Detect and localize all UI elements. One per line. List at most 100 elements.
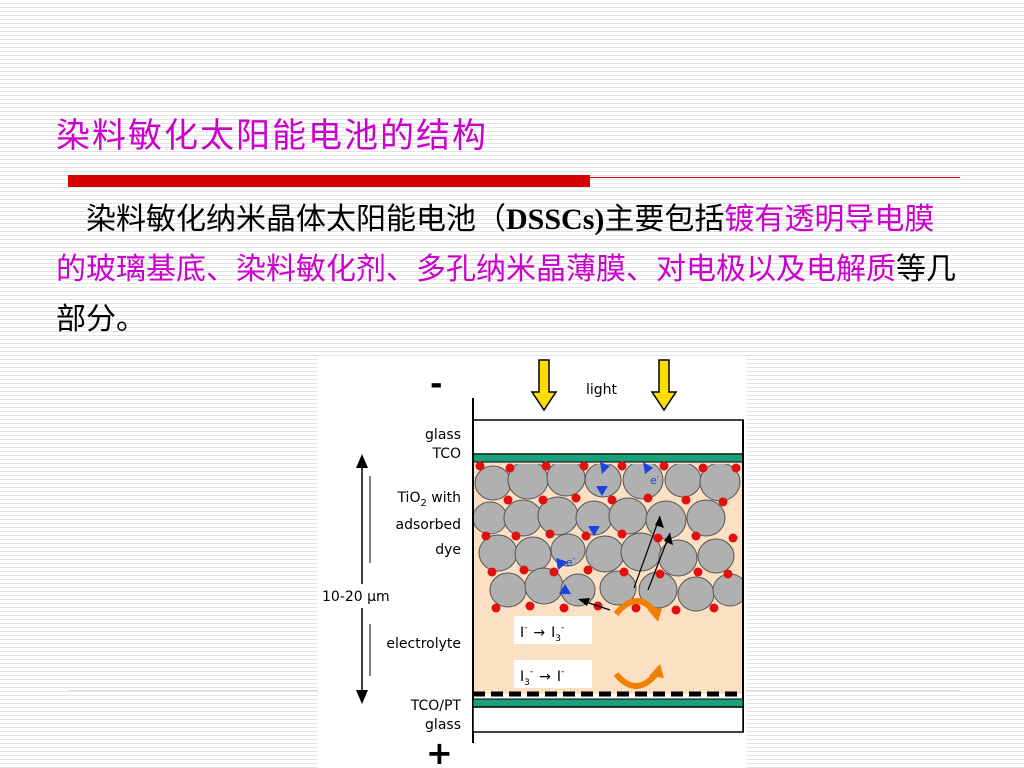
dye-molecule	[571, 493, 581, 503]
tio2-particle	[585, 535, 625, 573]
dye-molecule	[511, 531, 521, 541]
slide-title: 染料敏化太阳能电池的结构	[56, 116, 488, 156]
dye-molecule	[691, 531, 701, 541]
bottom-tco-layer	[472, 698, 744, 708]
tco-top-label: TCO	[431, 446, 461, 462]
dye-molecule	[538, 495, 548, 505]
tio2-label-line2: adsorbed	[396, 517, 461, 533]
svg-text:I-→I3-: I-→I3-	[520, 623, 564, 644]
tio2-particle	[697, 538, 735, 574]
dye-molecule	[671, 605, 681, 615]
body-paragraph: 染料敏化纳米晶体太阳能电池（DSSCs)主要包括镀有透明导电膜的玻璃基底、染料敏…	[56, 195, 961, 345]
tio2-label-line3: dye	[435, 542, 461, 558]
dye-molecule	[545, 529, 555, 539]
para-tail: 等几部分。	[56, 252, 956, 337]
reaction2-arrow: →	[539, 669, 551, 685]
reaction1-arrow: →	[533, 625, 545, 641]
injection-arrow-2	[647, 532, 671, 591]
reaction1-left: I	[520, 625, 524, 641]
dssc-diagram-svg: I-→I3- I3-→I- e- e- - light glass TCO Ti…	[322, 359, 744, 768]
reaction2-left: I	[520, 669, 524, 685]
dye-molecule	[681, 495, 691, 505]
tio2-particle	[658, 539, 698, 577]
dye-molecule	[693, 567, 703, 577]
dye-molecule	[709, 603, 719, 613]
tio2-particle-layer	[473, 464, 743, 612]
tio2-particle	[550, 533, 586, 567]
dye-molecule	[631, 603, 641, 613]
injection-arrow-1	[633, 515, 661, 589]
para-mid: 主要包括	[604, 202, 725, 237]
electron-label-1: e-	[650, 472, 660, 487]
tio2-particle	[584, 464, 622, 498]
svg-text:I3-→I-: I3-→I-	[520, 667, 564, 688]
thickness-label: 10-20 µm	[322, 589, 390, 605]
bottom-glass-layer	[472, 706, 744, 733]
para-highlight: 镀有透明导电膜的玻璃基底、染料敏化剂、多孔纳米晶薄膜、对电极以及电解质	[56, 202, 935, 287]
tio2-particle	[503, 499, 543, 537]
tio2-particle	[560, 573, 596, 607]
dye-molecules	[475, 461, 741, 615]
reaction2-right: I	[557, 669, 561, 685]
tio2-particle	[474, 465, 512, 501]
dye-molecule	[728, 533, 738, 543]
reaction1-right: I	[551, 625, 555, 641]
dye-molecule	[617, 461, 627, 471]
para-abbr: DSSCs)	[506, 203, 605, 236]
dye-molecule	[559, 603, 569, 613]
dye-molecule	[607, 495, 617, 505]
dye-molecule	[503, 495, 513, 505]
dye-molecule	[583, 565, 593, 575]
tio2-particle	[645, 500, 687, 540]
dye-molecule	[475, 461, 485, 471]
dye-molecule	[653, 533, 663, 543]
tio2-particle	[599, 570, 637, 606]
top-tco-layer	[472, 453, 744, 463]
light-arrow-left	[530, 359, 558, 412]
electrolyte-label: electrolyte	[386, 636, 461, 652]
tio2-particle	[546, 464, 586, 497]
tio2-particle	[622, 464, 664, 500]
dye-molecule	[643, 493, 653, 503]
dye-molecule	[617, 529, 627, 539]
tio2-particle	[677, 576, 715, 612]
tio2-particle	[664, 464, 702, 498]
glass-bottom-label: glass	[425, 717, 461, 733]
dye-molecule	[505, 463, 515, 473]
dye-molecule	[487, 567, 497, 577]
tio2-label-line1: TiO2 with	[396, 490, 461, 509]
dye-molecule	[718, 497, 728, 507]
tio2-particle	[489, 572, 527, 608]
reaction-box-1	[514, 616, 592, 644]
reaction-box-2	[514, 660, 592, 688]
tio2-particle	[473, 501, 508, 535]
light-arrow-right	[650, 359, 678, 412]
dye-molecule	[579, 461, 589, 471]
dye-molecule	[541, 461, 551, 471]
dssc-structure-diagram: I-→I3- I3-→I- e- e- - light glass TCO Ti…	[318, 358, 746, 768]
dye-molecule	[481, 531, 491, 541]
orange-arrow-bottom	[613, 671, 659, 689]
dye-molecule	[659, 461, 669, 471]
dye-molecule	[698, 463, 708, 473]
dye-molecule	[619, 567, 629, 577]
plus-terminal: +	[426, 734, 453, 768]
dye-molecule	[655, 569, 665, 579]
dye-molecule	[731, 463, 741, 473]
dye-molecule	[723, 569, 733, 579]
minus-terminal: -	[430, 367, 442, 402]
dye-molecule	[549, 567, 559, 577]
dye-molecule	[581, 531, 591, 541]
tio2-particle	[478, 534, 518, 572]
tio2-particle	[514, 536, 552, 572]
dye-molecule	[525, 601, 535, 611]
tio2-particle	[712, 573, 743, 607]
tio2-particle	[686, 499, 726, 537]
para-intro: 染料敏化纳米晶体太阳能电池（	[86, 202, 506, 237]
dye-molecule	[491, 603, 501, 613]
dye-molecule	[519, 565, 529, 575]
light-label: light	[586, 382, 618, 398]
tco-pt-label: TCO/PT	[410, 698, 462, 714]
title-underline-thick	[68, 175, 590, 187]
top-glass-layer	[472, 419, 744, 455]
